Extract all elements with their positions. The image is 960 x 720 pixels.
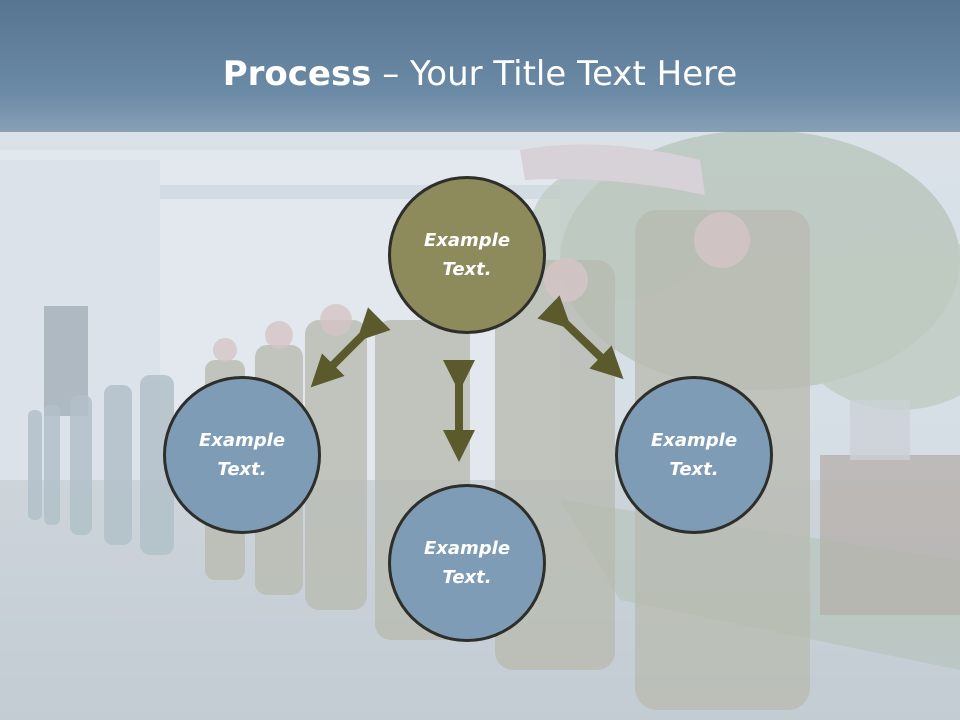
node-left-text: Example Text. bbox=[198, 430, 286, 480]
title-band bbox=[0, 0, 960, 132]
node-right-text: Example Text. bbox=[650, 430, 738, 480]
node-bottom-text: Example Text. bbox=[423, 538, 511, 588]
node-bottom: Example Text. bbox=[388, 484, 546, 642]
slide-title: Process – Your Title Text Here bbox=[0, 52, 960, 96]
node-top-text: Example Text. bbox=[423, 230, 511, 280]
node-left: Example Text. bbox=[163, 376, 321, 534]
title-bold: Process bbox=[222, 54, 372, 94]
node-top: Example Text. bbox=[388, 176, 546, 334]
node-right: Example Text. bbox=[615, 376, 773, 534]
title-rest: – Your Title Text Here bbox=[371, 54, 738, 94]
